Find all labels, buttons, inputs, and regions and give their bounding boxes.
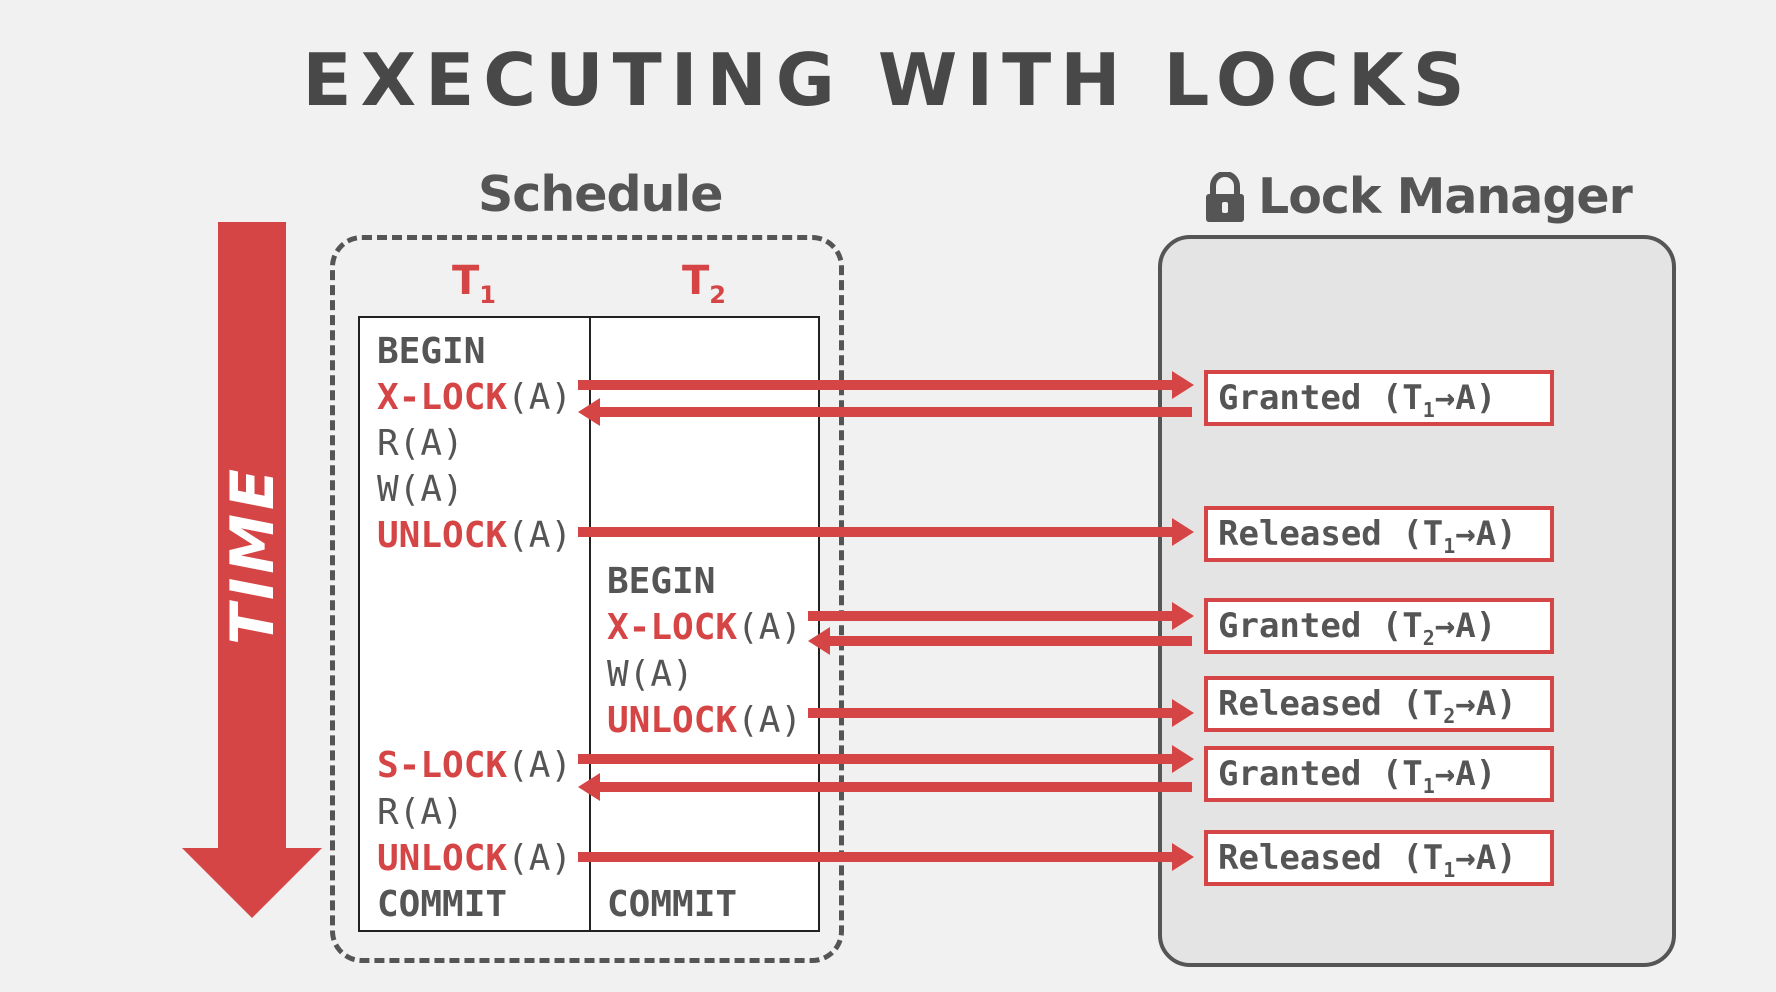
lock-icon: [1206, 172, 1244, 222]
schedule-frame: [330, 235, 844, 963]
slide-title: EXECUTING WITH LOCKS: [302, 38, 1474, 122]
lock-event-released: Released (T1→A): [1204, 506, 1554, 562]
lock-event-granted: Granted (T1→A): [1204, 746, 1554, 802]
t1-op-unlock: UNLOCK(A): [377, 515, 573, 556]
t1-op-write: W(A): [377, 469, 464, 510]
t1-op-unlock: UNLOCK(A): [377, 838, 573, 879]
column-divider: [589, 318, 591, 930]
schedule-label: Schedule: [478, 166, 723, 223]
t1-op-begin: BEGIN: [377, 331, 486, 372]
t2-op-xlock: X-LOCK(A): [607, 607, 803, 648]
lock-event-granted: Granted (T1→A): [1204, 370, 1554, 426]
t2-op-unlock: UNLOCK(A): [607, 700, 803, 741]
arrow-request: [808, 699, 1194, 727]
lock-event-granted: Granted (T2→A): [1204, 598, 1554, 654]
arrow-request: [578, 843, 1194, 871]
time-arrow: [182, 222, 322, 918]
t1-op-commit: COMMIT: [377, 884, 508, 925]
lock-manager-label: Lock Manager: [1258, 168, 1633, 225]
t1-op-read: R(A): [377, 423, 464, 464]
t1-op-read: R(A): [377, 792, 464, 833]
t2-header: T2: [682, 258, 726, 309]
t2-op-commit: COMMIT: [607, 884, 738, 925]
t1-op-xlock: X-LOCK(A): [377, 377, 573, 418]
t2-op-write: W(A): [607, 654, 694, 695]
lock-event-released: Released (T2→A): [1204, 676, 1554, 732]
arrow-request: [578, 371, 1194, 399]
t2-op-begin: BEGIN: [607, 561, 716, 602]
t1-op-slock: S-LOCK(A): [377, 745, 573, 786]
t1-header: T1: [452, 258, 496, 309]
lock-event-released: Released (T1→A): [1204, 830, 1554, 886]
arrow-request: [578, 518, 1194, 546]
arrow-request: [578, 745, 1194, 773]
arrow-response: [808, 627, 1192, 655]
arrow-response: [578, 398, 1192, 426]
arrow-response: [578, 773, 1192, 801]
arrow-request: [808, 602, 1194, 630]
